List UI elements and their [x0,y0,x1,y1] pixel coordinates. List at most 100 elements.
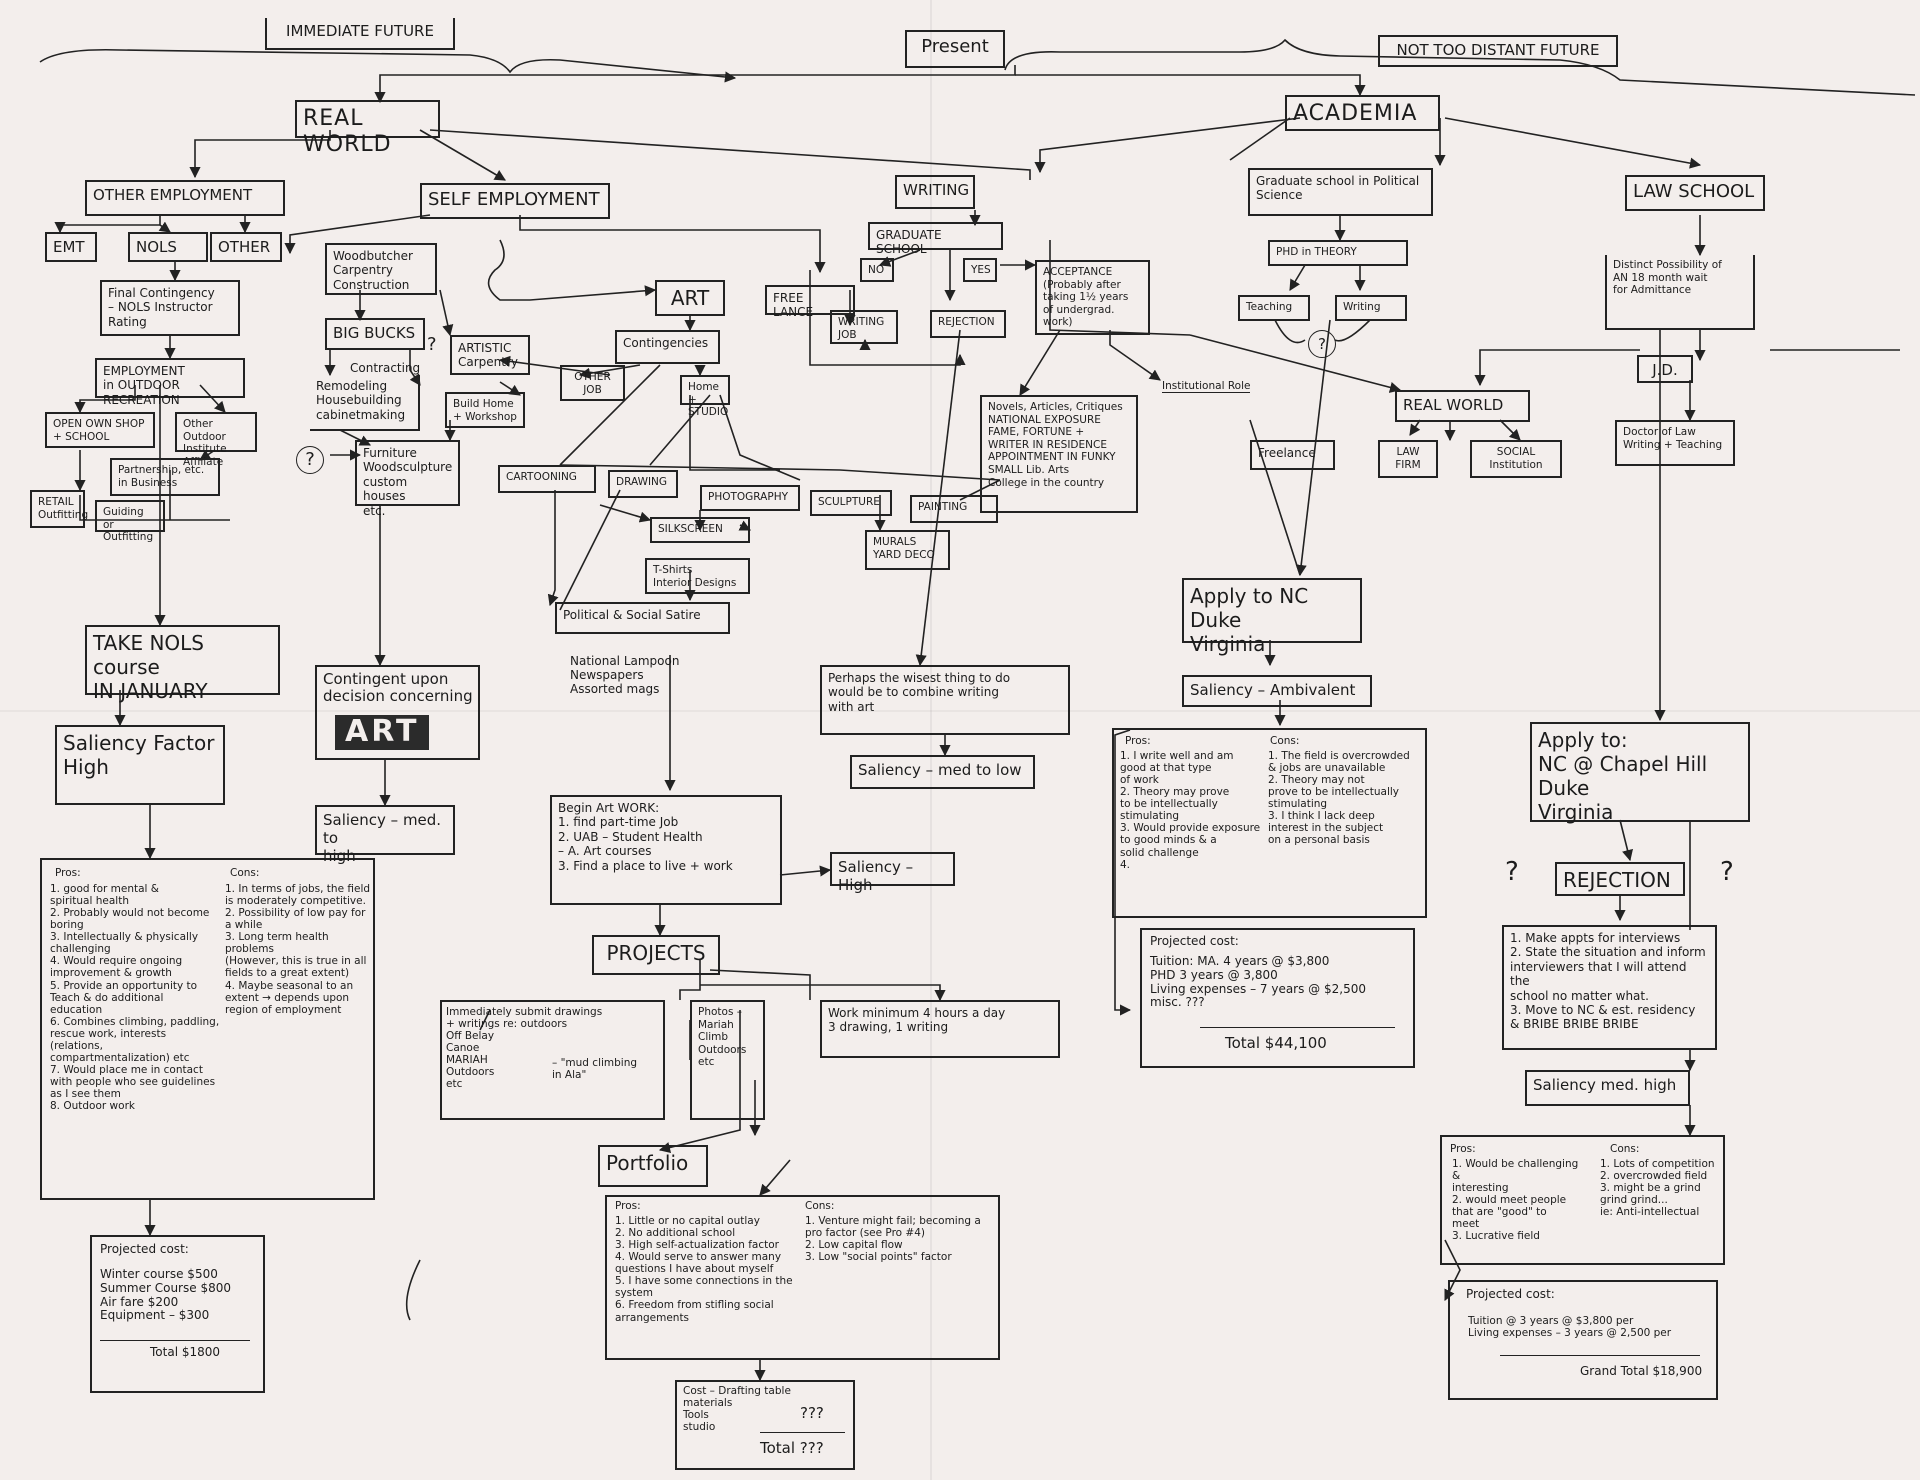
artistic-carpentry-node: ARTISTIC Carpentry [450,335,530,375]
law-cost-lines: Tuition @ 3 years @ $3,800 per Living ex… [1468,1315,1672,1340]
big-bucks-node: BIG BUCKS [325,318,425,350]
nols-cost-box [90,1235,265,1393]
not-too-distant-future-header: NOT TOO DISTANT FUTURE [1378,35,1618,67]
photography-node: PHOTOGRAPHY [700,485,800,511]
other-job-node: OTHER JOB [560,365,625,401]
teaching-writing-question: ? [1308,330,1336,358]
employment-outdoor-node: EMPLOYMENT in OUTDOOR RECREATION [95,358,245,407]
nols-cost-lines: Winter course $500 Summer Course $800 Ai… [100,1267,231,1323]
photos-box: Photos – Mariah Climb Outdoors etc [690,1000,765,1120]
nols-node: NOLS [128,232,208,262]
wisest-box: Perhaps the wisest thing to do would be … [820,665,1070,735]
academia-cons-list: 1. The field is overcrowded & jobs are u… [1268,750,1410,847]
partnership-node: Partnership, etc. in Business [110,458,220,496]
cartooning-node: CARTOONING [498,465,596,493]
paper-fold-vertical [930,0,932,1480]
work-minimum-box: Work minimum 4 hours a day 3 drawing, 1 … [820,1000,1060,1058]
paper-fold-horizontal [0,710,1920,712]
jd-node: J.D. [1637,355,1693,383]
nols-pros-list: 1. good for mental & spiritual health 2.… [50,883,220,1113]
contingencies-node: Contingencies [615,330,720,364]
freelance-node: Freelance [1250,440,1335,470]
portfolio-pros-title: Pros: [615,1200,641,1212]
nols-cons-title: Cons: [230,867,260,879]
rejection-question-right: ? [1720,857,1734,887]
law-cost-rule [1500,1355,1700,1356]
political-satire-node: Political & Social Satire [555,602,730,634]
emt-node: EMT [45,232,97,262]
furniture-node: Furniture Woodsculpture custom houses et… [355,440,460,518]
nols-pros-cons-box [40,858,375,1200]
rejection-writing-node: REJECTION [930,310,1006,338]
tshirts-node: T-Shirts Interior Designs [645,558,750,594]
apply-to-law-box: Apply to: NC @ Chapel Hill Duke Virginia [1530,722,1750,824]
law-pros-title: Pros: [1450,1143,1476,1155]
saliency-high-art-box: Saliency – High [830,852,955,894]
free-lance-node: FREE LANCE [765,285,855,319]
begin-art-work-box: Begin Art WORK: 1. find part-time Job 2.… [550,795,782,905]
social-institution-node: SOCIAL Institution [1470,440,1562,478]
apply-nc-box: Apply to NC Duke Virginia [1182,578,1362,656]
drawing-node: DRAWING [608,470,678,498]
academia-cost-title: Projected cost: [1150,934,1239,948]
portfolio-cons-title: Cons: [805,1200,835,1212]
silkscreen-node: SILKSCREEN [650,517,750,543]
art-cost-total: Total ??? [760,1439,824,1457]
acceptance-node: ACCEPTANCE (Probably after taking 1½ yea… [1035,260,1150,335]
writing-job-node: WRITING JOB [830,310,898,344]
law-cost-box [1448,1280,1718,1400]
contingent-art-text: Contingent upon decision concerning [323,670,473,706]
phd-in-theory-node: PHD in THEORY [1268,240,1408,266]
institutional-role-label: Institutional Role [1162,380,1251,394]
law-cost-title: Projected cost: [1466,1287,1555,1301]
portfolio-cons-list: 1. Venture might fail; becoming a pro fa… [805,1215,981,1264]
murals-yard-deco-node: MURALS YARD DECO [865,530,950,570]
law-cons-list: 1. Lots of competition 2. overcrowded fi… [1600,1158,1715,1219]
portfolio-pros-list: 1. Little or no capital outlay 2. No add… [615,1215,793,1324]
academia-cons-title: Cons: [1270,735,1300,747]
contracting-label: Contracting [350,361,421,375]
teaching-node: Teaching [1238,295,1310,321]
law-firm-node: LAW FIRM [1378,440,1438,478]
remodeling-node: Remodeling Housebuilding cabinetmaking [310,375,420,431]
nols-cost-title: Projected cost: [100,1242,189,1256]
law-cons-title: Cons: [1610,1143,1640,1155]
rejection-law-box: REJECTION [1555,862,1685,896]
law-school-node: LAW SCHOOL [1625,175,1765,211]
furniture-question-circle: ? [296,446,324,474]
saliency-med-high-law-box: Saliency med. high [1525,1070,1690,1106]
art-node: ART [655,280,725,316]
graduate-school-node: GRADUATE SCHOOL [868,222,1003,256]
make-appts-box: 1. Make appts for interviews 2. State th… [1502,925,1717,1050]
grad-school-polisci-node: Graduate school in Political Science [1248,168,1433,216]
take-nols-course-box: TAKE NOLS course IN JANUARY [85,625,280,703]
doctor-of-law-node: Doctor of Law Writing + Teaching [1615,420,1735,466]
academia-pros-title: Pros: [1125,735,1151,747]
real-world-node: REAL WORLD [295,100,440,157]
writing-node: WRITING [895,175,975,209]
contingent-art-box: Contingent upon decision concerning ART [315,665,480,760]
other-employment-node: OTHER EMPLOYMENT [85,180,285,216]
painting-node: PAINTING [910,495,998,523]
law-pros-list: 1. Would be challenging & interesting 2.… [1452,1158,1579,1243]
portfolio-pros-cons-box [605,1195,1000,1360]
nols-cost-total: Total $1800 [150,1345,221,1359]
art-cost-rule [760,1432,845,1433]
academia-cost-box [1140,928,1415,1068]
guiding-outfitting-node: Guiding or Outfitting [95,500,165,543]
national-lampoon-label: National Lampoon Newspapers Assorted mag… [570,654,680,696]
academia-pros-list: 1. I write well and am good at that type… [1120,750,1261,871]
law-cost-total: Grand Total $18,900 [1580,1364,1703,1378]
portfolio-box: Portfolio [598,1145,708,1187]
academia-node: ACADEMIA [1285,95,1440,131]
art-cost-title: Cost – Drafting table materials Tools st… [683,1385,791,1434]
mud-climbing-text: – "mud climbing in Ala" [552,1057,638,1082]
woodbutcher-node: Woodbutcher Carpentry Construction [325,243,437,295]
big-bucks-question: ? [427,334,437,355]
other-node: OTHER [210,232,282,262]
rejection-question-left: ? [1505,857,1519,887]
academia-cost-rule [1200,1027,1395,1028]
submit-drawings-box: Immediately submit drawings + writings r… [440,1000,665,1120]
writing-acad-node: Writing [1335,295,1407,321]
